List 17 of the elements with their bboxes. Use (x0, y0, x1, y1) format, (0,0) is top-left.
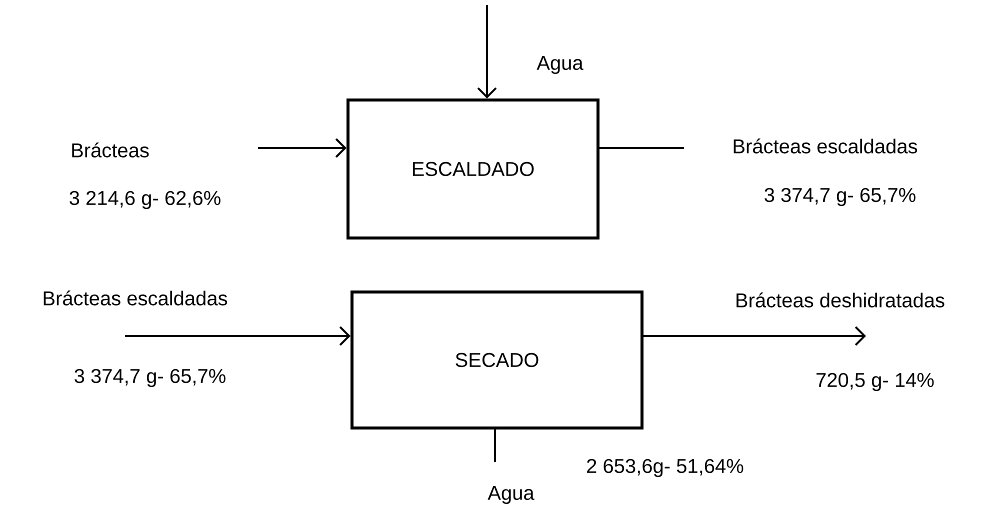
quantity-label: 720,5 g- 14% (816, 372, 934, 392)
process-box: ESCALDADO (346, 98, 600, 240)
quantity-label: 2 653,6g- 51,64% (587, 458, 744, 478)
arrow (477, 5, 497, 98)
stream-label: Brácteas (72, 142, 149, 158)
stream-label: Agua (488, 486, 534, 504)
stream-label: Brácteas deshidratadas (736, 292, 944, 308)
quantity-label: 3 374,7 g- 65,7% (764, 188, 916, 206)
quantity-label: 3 374,7 g- 65,7% (74, 368, 226, 388)
arrow (644, 326, 866, 346)
process-box: SECADO (350, 290, 644, 430)
stream-label: Brácteas escaldadas (734, 138, 918, 154)
arrow (125, 326, 350, 346)
stream-label: Brácteas escaldadas (44, 290, 228, 306)
quantity-label: 3 214,6 g- 62,6% (70, 190, 220, 210)
edge-label: Agua (536, 55, 584, 75)
arrow (258, 138, 346, 158)
